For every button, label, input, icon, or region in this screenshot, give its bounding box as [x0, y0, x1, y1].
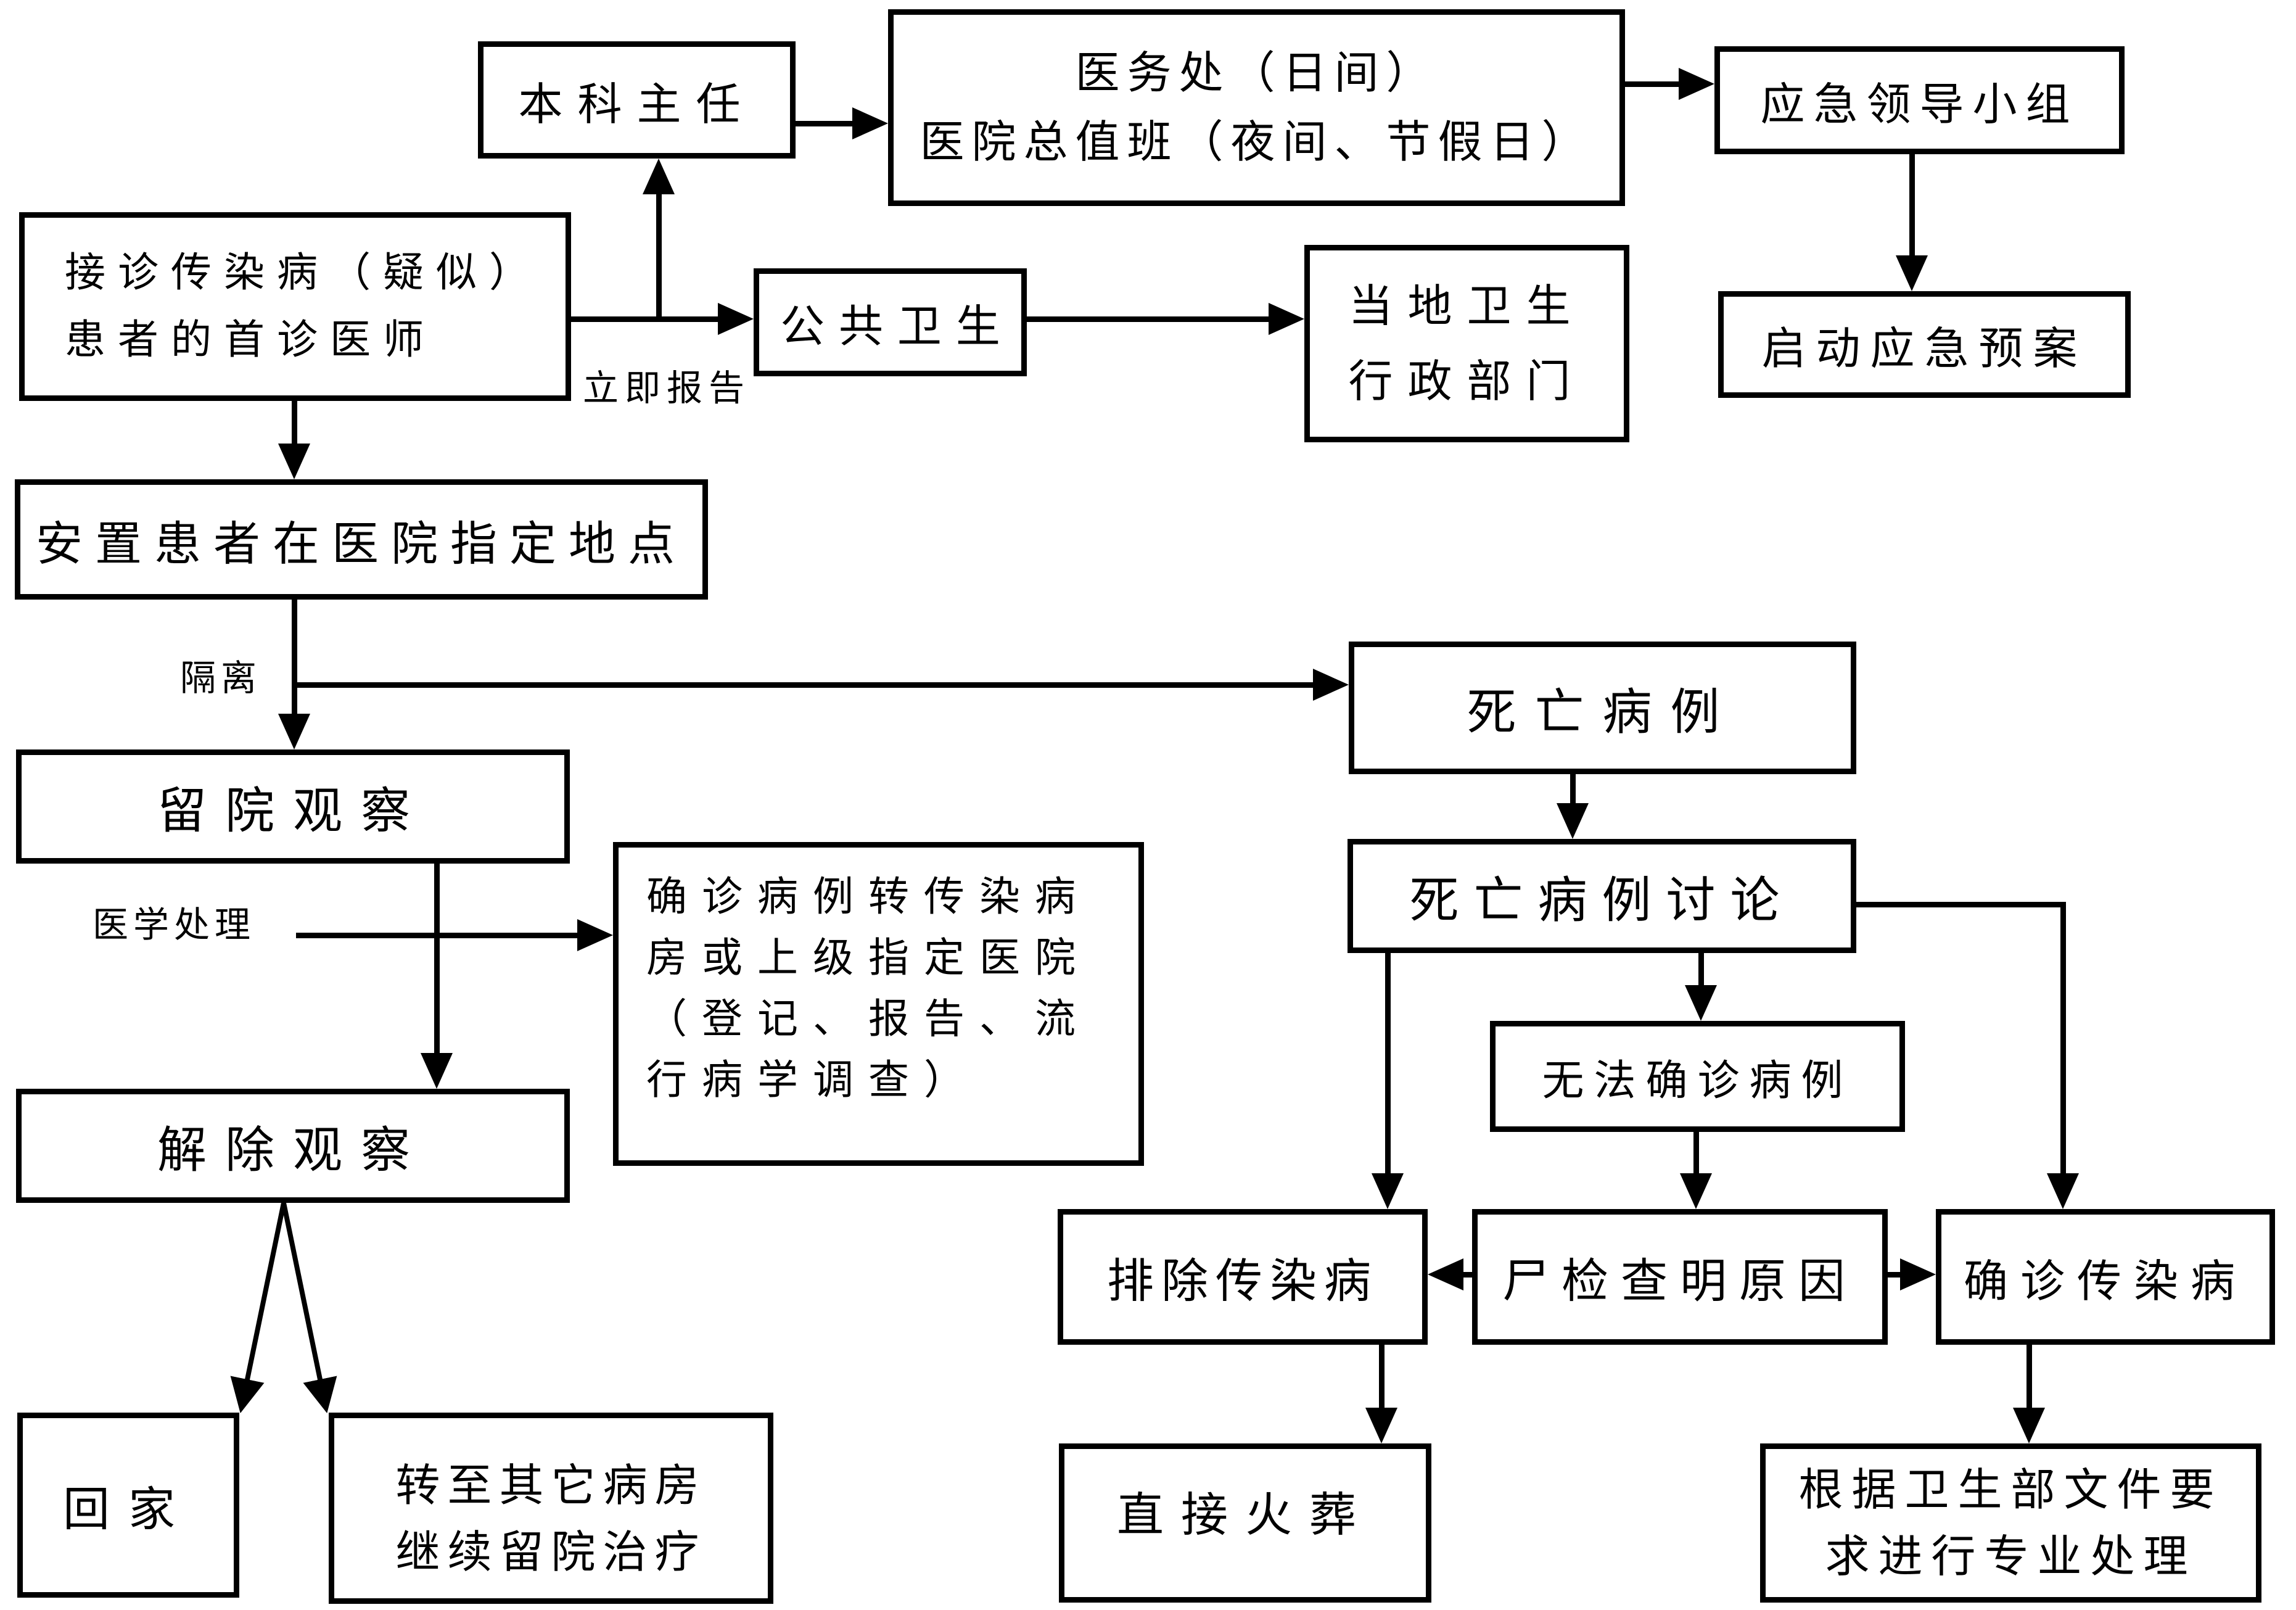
node-local-admin: 当地卫生 行政部门 — [1304, 245, 1629, 442]
node-release-label: 解除观察 — [157, 1121, 429, 1179]
node-confirmed-infectious: 确诊传染病 — [1936, 1209, 2275, 1345]
node-public-health: 公 共 卫 生 — [754, 268, 1027, 376]
node-death-case: 死亡病例 — [1349, 642, 1856, 774]
edge-placement-to-observation-line — [292, 600, 297, 717]
node-undiagnosed: 无法确诊病例 — [1490, 1021, 1905, 1132]
edge-emergency-group-to-start-plan-line — [1909, 154, 1915, 259]
edge-medical-affairs-to-emergency-group-line — [1625, 81, 1684, 87]
node-start-plan-label: 启动应急预案 — [1761, 323, 2088, 374]
node-cremation: 直接火葬 — [1059, 1443, 1431, 1603]
edge-label-medical-handling: 医学处理 — [93, 904, 256, 946]
edge-confirmed-infectious-to-moh-line — [2026, 1345, 2032, 1411]
node-death-discussion-label: 死亡病例讨论 — [1409, 871, 1795, 929]
node-go-home: 回家 — [17, 1413, 239, 1598]
node-moh-handling-label: 根据卫生部文件要 求进行专业处理 — [1798, 1464, 2223, 1582]
node-placement: 安置患者在医院指定地点 — [15, 479, 708, 600]
edge-placement-to-observation-arrowhead — [278, 714, 310, 749]
node-autopsy: 尸检查明原因 — [1472, 1209, 1888, 1345]
edge-medical-handling-to-confirmed-transfer-line — [296, 933, 581, 938]
node-observation: 留院观察 — [16, 749, 570, 864]
edge-chief-to-medical-affairs-line — [796, 121, 857, 126]
edge-death-discussion-to-excluded-line — [1385, 953, 1391, 1177]
node-emergency-group: 应急领导小组 — [1714, 46, 2125, 154]
node-emergency-group-label: 应急领导小组 — [1760, 78, 2079, 130]
edge-emergency-group-to-start-plan-arrowhead — [1896, 255, 1928, 291]
edge-confirmed-infectious-to-moh-arrowhead — [2013, 1408, 2045, 1443]
edge-isolate-branch-to-death-case-arrowhead — [1313, 669, 1349, 701]
node-local-admin-label: 当地卫生 行政部门 — [1348, 279, 1586, 407]
node-first-doctor-label: 接诊传染病（疑似） 患者的首诊医师 — [65, 249, 542, 363]
node-placement-label: 安置患者在医院指定地点 — [36, 516, 687, 571]
node-observation-label: 留院观察 — [157, 782, 429, 840]
node-chief-label: 本科主任 — [518, 78, 755, 130]
edge-death-discussion-to-undiagnosed-arrowhead — [1685, 985, 1717, 1021]
edge-first-doctor-to-public-health-arrowhead — [718, 303, 754, 335]
node-transfer-ward-label: 转至其它病房 继续留院治疗 — [395, 1459, 707, 1578]
edge-release-split-arrows — [230, 1202, 337, 1413]
node-moh-handling: 根据卫生部文件要 求进行专业处理 — [1760, 1443, 2261, 1603]
edge-death-discussion-to-undiagnosed-line — [1698, 953, 1704, 989]
edge-undiagnosed-to-autopsy-line — [1693, 1132, 1699, 1177]
edge-autopsy-to-excluded-arrowhead — [1428, 1258, 1463, 1290]
edge-medical-affairs-to-emergency-group-arrowhead — [1679, 68, 1714, 100]
edge-death-case-to-death-discussion-arrowhead — [1557, 803, 1589, 839]
edge-chief-to-medical-affairs-arrowhead — [852, 107, 888, 139]
edge-medical-handling-to-confirmed-transfer-arrowhead — [577, 919, 613, 951]
edge-public-health-to-local-admin-arrowhead — [1269, 303, 1304, 335]
edge-excluded-to-cremation-arrowhead — [1365, 1408, 1397, 1443]
node-death-discussion: 死亡病例讨论 — [1348, 839, 1856, 953]
edge-first-doctor-to-chief-arrowhead — [643, 159, 675, 194]
node-chief: 本科主任 — [478, 41, 796, 159]
node-confirmed-infectious-label: 确诊传染病 — [1963, 1255, 2247, 1307]
edge-death-discussion-to-excluded-arrowhead — [1372, 1173, 1404, 1209]
edge-observation-to-release-arrowhead — [421, 1053, 453, 1089]
edge-first-doctor-to-public-health-line — [571, 316, 722, 322]
node-cremation-label: 直接火葬 — [1117, 1487, 1373, 1542]
node-public-health-label: 公 共 卫 生 — [780, 300, 1000, 352]
edge-death-discussion-to-confirmed-infectious-hline — [1856, 902, 2065, 907]
edge-autopsy-to-confirmed-infectious-arrowhead — [1900, 1258, 1936, 1290]
edge-first-doctor-to-placement-arrowhead — [278, 444, 310, 479]
edge-autopsy-to-confirmed-infectious-line — [1888, 1272, 1903, 1278]
edge-isolate-branch-to-death-case-line — [294, 682, 1317, 688]
node-transfer-ward: 转至其它病房 继续留院治疗 — [329, 1413, 773, 1604]
node-excluded: 排除传染病 — [1058, 1209, 1428, 1345]
edge-first-doctor-to-placement-line — [292, 401, 297, 447]
edge-label-isolate: 隔离 — [180, 657, 262, 699]
node-go-home-label: 回家 — [63, 1482, 194, 1537]
node-start-plan: 启动应急预案 — [1718, 291, 2131, 398]
edge-autopsy-to-excluded-line — [1460, 1272, 1472, 1278]
edge-death-case-to-death-discussion-line — [1570, 774, 1576, 808]
node-autopsy-label: 尸检查明原因 — [1502, 1253, 1858, 1308]
edge-public-health-to-local-admin-line — [1027, 316, 1272, 322]
node-excluded-label: 排除传染病 — [1107, 1253, 1378, 1308]
edge-excluded-to-cremation-line — [1379, 1345, 1385, 1411]
node-release: 解除观察 — [16, 1089, 570, 1203]
node-first-doctor: 接诊传染病（疑似） 患者的首诊医师 — [19, 212, 571, 401]
edge-label-report-now: 立即报告 — [583, 367, 751, 409]
edge-undiagnosed-to-autopsy-arrowhead — [1680, 1173, 1712, 1209]
node-death-case-label: 死亡病例 — [1467, 683, 1738, 741]
node-undiagnosed-label: 无法确诊病例 — [1542, 1056, 1853, 1105]
node-confirmed-transfer: 确诊病例转传染病 房或上级指定医院 （登记、报告、流 行病学调查） — [613, 842, 1144, 1166]
edge-death-discussion-to-confirmed-infectious-vline — [2060, 902, 2066, 1177]
node-confirmed-transfer-label: 确诊病例转传染病 房或上级指定医院 （登记、报告、流 行病学调查） — [646, 873, 1090, 1104]
edge-first-doctor-to-chief-line — [656, 192, 662, 322]
node-medical-affairs-label: 医务处（日间） 医院总值班（夜间、节假日） — [920, 46, 1594, 168]
edge-observation-to-release-line — [434, 864, 440, 1058]
node-medical-affairs: 医务处（日间） 医院总值班（夜间、节假日） — [888, 9, 1625, 206]
edge-death-discussion-to-confirmed-infectious-arrowhead — [2047, 1173, 2079, 1209]
